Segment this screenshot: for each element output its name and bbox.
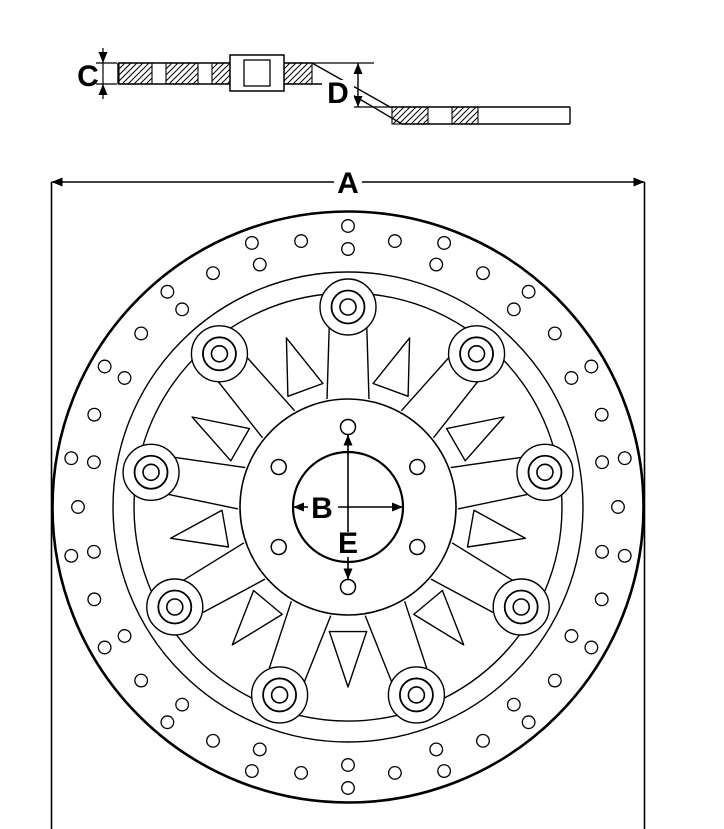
cross-section-geometry	[117, 54, 571, 125]
dimension-annotations	[50, 48, 646, 829]
dim-label-center-bore: B	[311, 492, 333, 525]
dim-label-offset-height: D	[327, 77, 349, 110]
dim-label-outer-diameter: A	[337, 167, 359, 200]
front-view-geometry	[51, 210, 645, 804]
dim-label-thickness: C	[77, 60, 99, 93]
dim-d-label-backdrop	[322, 80, 354, 108]
dim-label-bolt-circle: E	[338, 527, 358, 560]
